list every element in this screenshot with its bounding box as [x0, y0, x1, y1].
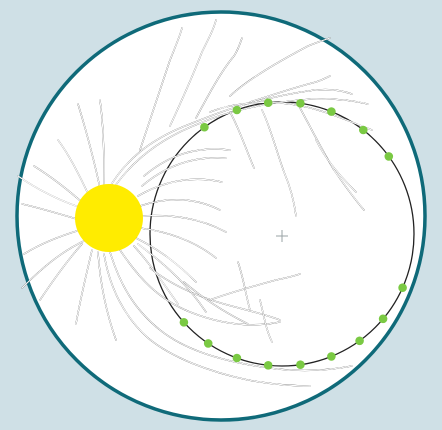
laser-spot [180, 318, 189, 327]
laser-spot [327, 352, 336, 361]
optic-disc [75, 184, 143, 252]
laser-spot [355, 337, 364, 346]
laser-spot [385, 152, 394, 161]
laser-spot [264, 361, 273, 370]
laser-spot [200, 123, 209, 132]
laser-spot [398, 283, 407, 292]
laser-spot [233, 106, 242, 115]
laser-spot [264, 98, 273, 107]
laser-spot [359, 126, 368, 135]
laser-spot [327, 107, 336, 116]
laser-spot [379, 315, 388, 324]
laser-spot [233, 354, 242, 363]
laser-spot [296, 360, 305, 369]
laser-spot [296, 99, 305, 108]
laser-spot [204, 339, 213, 348]
